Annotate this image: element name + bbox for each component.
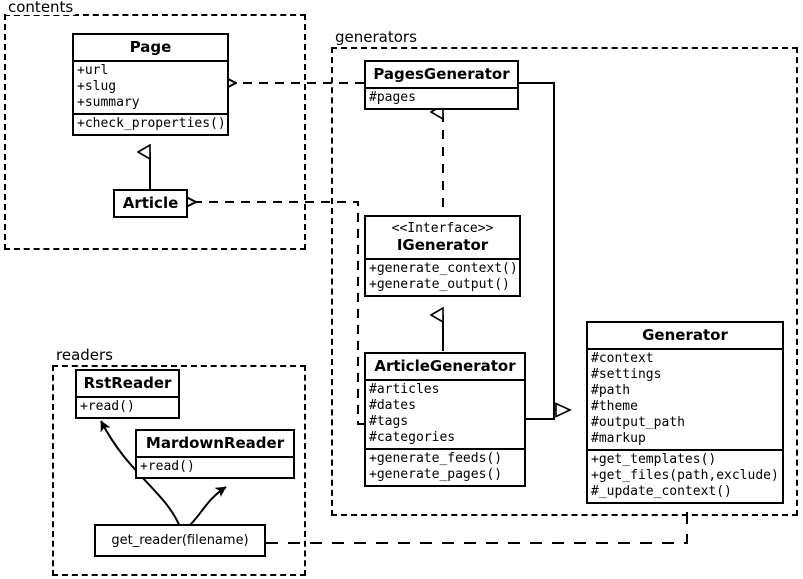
class-igenerator-title: <<Interface>> IGenerator <box>366 217 519 258</box>
class-article-generator-attributes: #articles #dates #tags #categories <box>366 379 524 448</box>
attribute: +slug <box>77 79 117 94</box>
operation: +get_templates() <box>591 452 717 467</box>
class-article-title: Article <box>122 194 179 212</box>
attribute: #theme <box>591 399 638 414</box>
class-article-generator-operations: +generate_feeds() +generate_pages() <box>366 448 524 485</box>
class-page-title: Page <box>129 38 172 56</box>
class-pages-generator[interactable]: PagesGenerator #pages <box>364 60 519 110</box>
package-contents <box>4 14 306 250</box>
class-generator-operations: +get_templates() +get_files(path,exclude… <box>588 449 782 502</box>
class-page[interactable]: Page +url +slug +summary +check_properti… <box>72 33 229 136</box>
operation: +read() <box>80 399 135 414</box>
attribute: #context <box>591 351 654 366</box>
attribute: #dates <box>369 398 416 413</box>
attribute: #output_path <box>591 415 685 430</box>
operation: +generate_feeds() <box>369 451 503 466</box>
attribute: #path <box>591 383 631 398</box>
class-generator-attributes: #context #settings #path #theme #output_… <box>588 348 782 449</box>
class-rst-reader[interactable]: RstReader +read() <box>75 369 180 419</box>
package-readers-label: readers <box>54 346 115 364</box>
class-get-reader-title: get_reader(filename) <box>111 533 249 548</box>
class-igenerator-name: IGenerator <box>396 236 489 254</box>
operation: +generate_context() <box>369 261 518 276</box>
attribute: +summary <box>77 95 140 110</box>
attribute: #tags <box>369 414 409 429</box>
attribute: #articles <box>369 382 440 397</box>
operation: +get_files(path,exclude) <box>591 468 779 483</box>
attribute: #categories <box>369 430 456 445</box>
class-generator[interactable]: Generator #context #settings #path #them… <box>586 321 784 504</box>
class-igenerator-operations: +generate_context() +generate_output() <box>366 258 519 295</box>
operation: #_update_context() <box>591 484 732 499</box>
attribute: +url <box>77 63 109 78</box>
package-generators <box>331 47 798 516</box>
package-generators-label: generators <box>333 28 419 46</box>
operation: +generate_output() <box>369 277 510 292</box>
package-contents-label: contents <box>6 0 76 16</box>
attribute: #markup <box>591 431 646 446</box>
class-rst-reader-operations: +read() <box>77 396 178 417</box>
operation: +generate_pages() <box>369 467 503 482</box>
class-mardown-reader-operations: +read() <box>137 456 293 477</box>
class-article-generator-title: ArticleGenerator <box>374 357 516 375</box>
operation: +read() <box>140 459 195 474</box>
class-rst-reader-title: RstReader <box>83 374 172 392</box>
class-pages-generator-title: PagesGenerator <box>373 65 510 83</box>
class-igenerator-stereotype: <<Interface>> <box>391 221 494 236</box>
class-pages-generator-attributes: #pages <box>366 87 517 108</box>
class-mardown-reader-title: MardownReader <box>145 434 285 452</box>
operation: +check_properties() <box>77 116 226 131</box>
class-article-generator[interactable]: ArticleGenerator #articles #dates #tags … <box>364 352 526 487</box>
attribute: #pages <box>369 90 416 105</box>
class-article[interactable]: Article <box>113 189 188 218</box>
package-readers <box>52 365 306 576</box>
class-igenerator[interactable]: <<Interface>> IGenerator +generate_conte… <box>364 215 521 297</box>
class-get-reader[interactable]: get_reader(filename) <box>94 524 266 557</box>
class-mardown-reader[interactable]: MardownReader +read() <box>135 429 295 479</box>
class-page-operations: +check_properties() <box>74 113 227 134</box>
class-generator-title: Generator <box>642 326 728 344</box>
class-page-attributes: +url +slug +summary <box>74 60 227 113</box>
attribute: #settings <box>591 367 662 382</box>
